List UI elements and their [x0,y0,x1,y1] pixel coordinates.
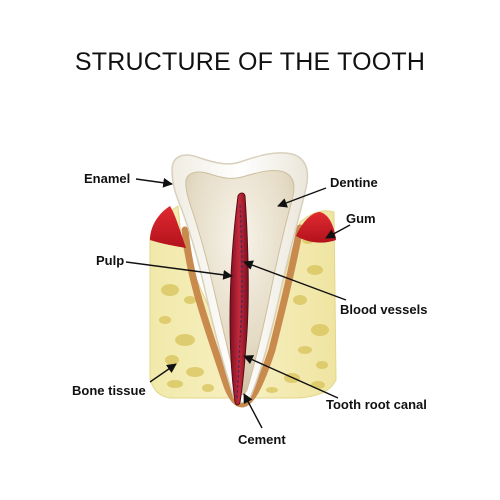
pointer-lines [125,177,351,429]
label-cement: Cement [238,432,286,447]
bone-spots [159,236,329,393]
label-pulp: Pulp [96,253,125,268]
label-tooth-root-canal: Tooth root canal [326,397,427,412]
label-gum: Gum [346,211,376,226]
gum-pointer [325,224,351,239]
label-bone-tissue: Bone tissue [72,383,146,398]
pulp-shape [229,192,249,406]
gum-left-shape [150,206,186,248]
label-enamel: Enamel [84,171,131,186]
blood-vessel-line [236,204,243,399]
root-canal-pointer [243,355,339,399]
dentine-pointer [277,187,327,208]
cement-pointer [243,393,263,429]
bone-tissue-pointer [149,363,177,383]
blood-vessels-pointer [243,260,347,301]
pulp-pointer [125,261,233,280]
page-title: STRUCTURE OF THE TOOTH [74,48,426,76]
label-blood-vessels: Blood vessels [340,302,428,317]
label-dentine: Dentine [330,175,378,190]
bone-tissue-shape [149,205,337,401]
cement-shape [181,224,304,408]
enamel-pointer [135,177,173,188]
